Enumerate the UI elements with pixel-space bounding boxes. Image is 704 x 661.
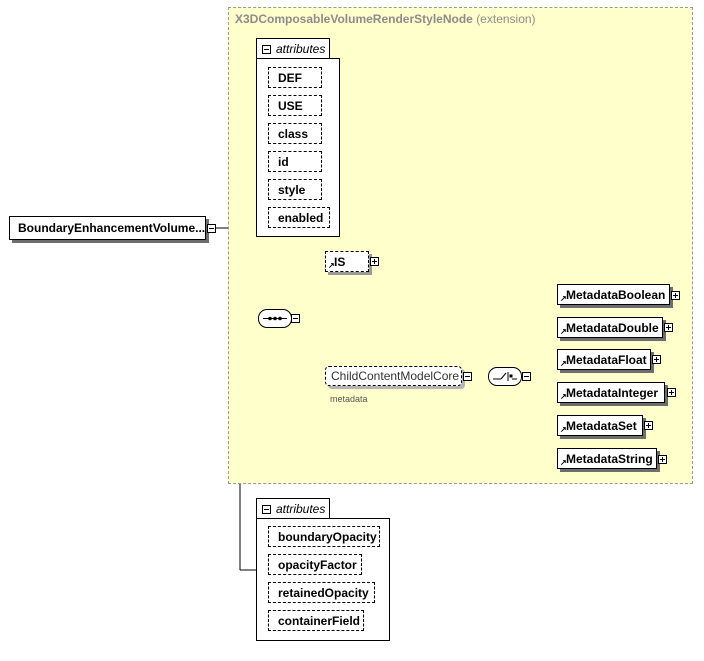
metadata-float[interactable]: ↗ MetadataFloat [557,349,651,370]
attribute-label: style [278,182,306,197]
attribute-use[interactable]: USE [268,95,322,116]
attribute-def[interactable]: DEF [268,67,322,88]
is-expand-icon[interactable] [370,257,379,266]
child-content-model-group[interactable]: ChildContentModelCore [325,366,462,386]
reference-arrow-icon: ↗ [560,359,567,368]
choice-icon [493,372,517,381]
attribute-label: enabled [278,210,324,225]
attribute-label: class [278,126,309,141]
expand-icon[interactable] [652,355,661,364]
metadata-set[interactable]: ↗ MetadataSet [557,415,643,436]
child-group-label: ChildContentModelCore [331,369,460,383]
attribute-label: opacityFactor [278,557,357,572]
sequence-icon [263,316,287,321]
attribute-label: USE [278,98,303,113]
own-attributes-tab-label: attributes [276,502,326,516]
root-collapse-icon[interactable] [207,224,216,233]
collapse-icon [262,44,271,54]
expand-icon[interactable] [658,455,667,464]
is-element[interactable]: ↗ IS [325,251,369,272]
attributes-tab-label: attributes [276,42,326,56]
metadata-string[interactable]: ↗ MetadataString [557,448,657,469]
reference-arrow-icon: ↗ [560,327,567,336]
expand-icon[interactable] [667,388,676,397]
attribute-opacity-factor[interactable]: opacityFactor [268,554,362,575]
attribute-class[interactable]: class [268,123,322,144]
attribute-label: id [278,154,289,169]
reference-arrow-icon: ↗ [328,261,335,270]
attribute-label: retainedOpacity [278,585,369,600]
attribute-label: DEF [278,70,302,85]
attribute-container-field[interactable]: containerField [268,610,364,631]
root-element-label: BoundaryEnhancementVolume... [18,221,206,235]
own-attributes-tab[interactable]: attributes [256,498,330,519]
expand-icon[interactable] [644,421,653,430]
sequence-collapse-icon[interactable] [291,314,300,323]
expand-icon[interactable] [671,291,680,300]
root-element[interactable]: BoundaryEnhancementVolume... [9,216,206,240]
attribute-enabled[interactable]: enabled [268,207,330,228]
metadata-double[interactable]: ↗ MetadataDouble [557,317,663,338]
collapse-icon [262,504,271,514]
metadata-label: MetadataDouble [566,320,659,335]
metadata-label: MetadataFloat [566,352,647,367]
child-group-collapse-icon[interactable] [463,372,472,381]
attribute-label: containerField [278,613,361,628]
choice-collapse-icon[interactable] [522,372,531,381]
metadata-label: MetadataSet [566,418,637,433]
child-group-sublabel: metadata [330,394,368,404]
metadata-integer[interactable]: ↗ MetadataInteger [557,382,665,403]
metadata-label: MetadataBoolean [566,287,666,302]
metadata-label: MetadataInteger [566,385,659,400]
extension-title: X3DComposableVolumeRenderStyleNode (exte… [235,12,536,26]
reference-arrow-icon: ↗ [560,425,567,434]
sequence-compositor[interactable] [258,309,292,328]
metadata-label: MetadataString [566,451,653,466]
attribute-retained-opacity[interactable]: retainedOpacity [268,582,375,603]
expand-icon[interactable] [664,323,673,332]
extension-type-name: X3DComposableVolumeRenderStyleNode [235,12,473,26]
choice-compositor[interactable] [488,367,522,386]
attribute-id[interactable]: id [268,151,322,172]
attribute-label: boundaryOpacity [278,529,377,544]
is-element-label: IS [334,254,346,269]
reference-arrow-icon: ↗ [560,458,567,467]
attribute-boundary-opacity[interactable]: boundaryOpacity [268,526,380,547]
attribute-style[interactable]: style [268,179,322,200]
reference-arrow-icon: ↗ [560,392,567,401]
extension-suffix: (extension) [476,12,536,26]
attributes-tab[interactable]: attributes [256,38,330,59]
reference-arrow-icon: ↗ [560,294,567,303]
metadata-boolean[interactable]: ↗ MetadataBoolean [557,284,670,305]
